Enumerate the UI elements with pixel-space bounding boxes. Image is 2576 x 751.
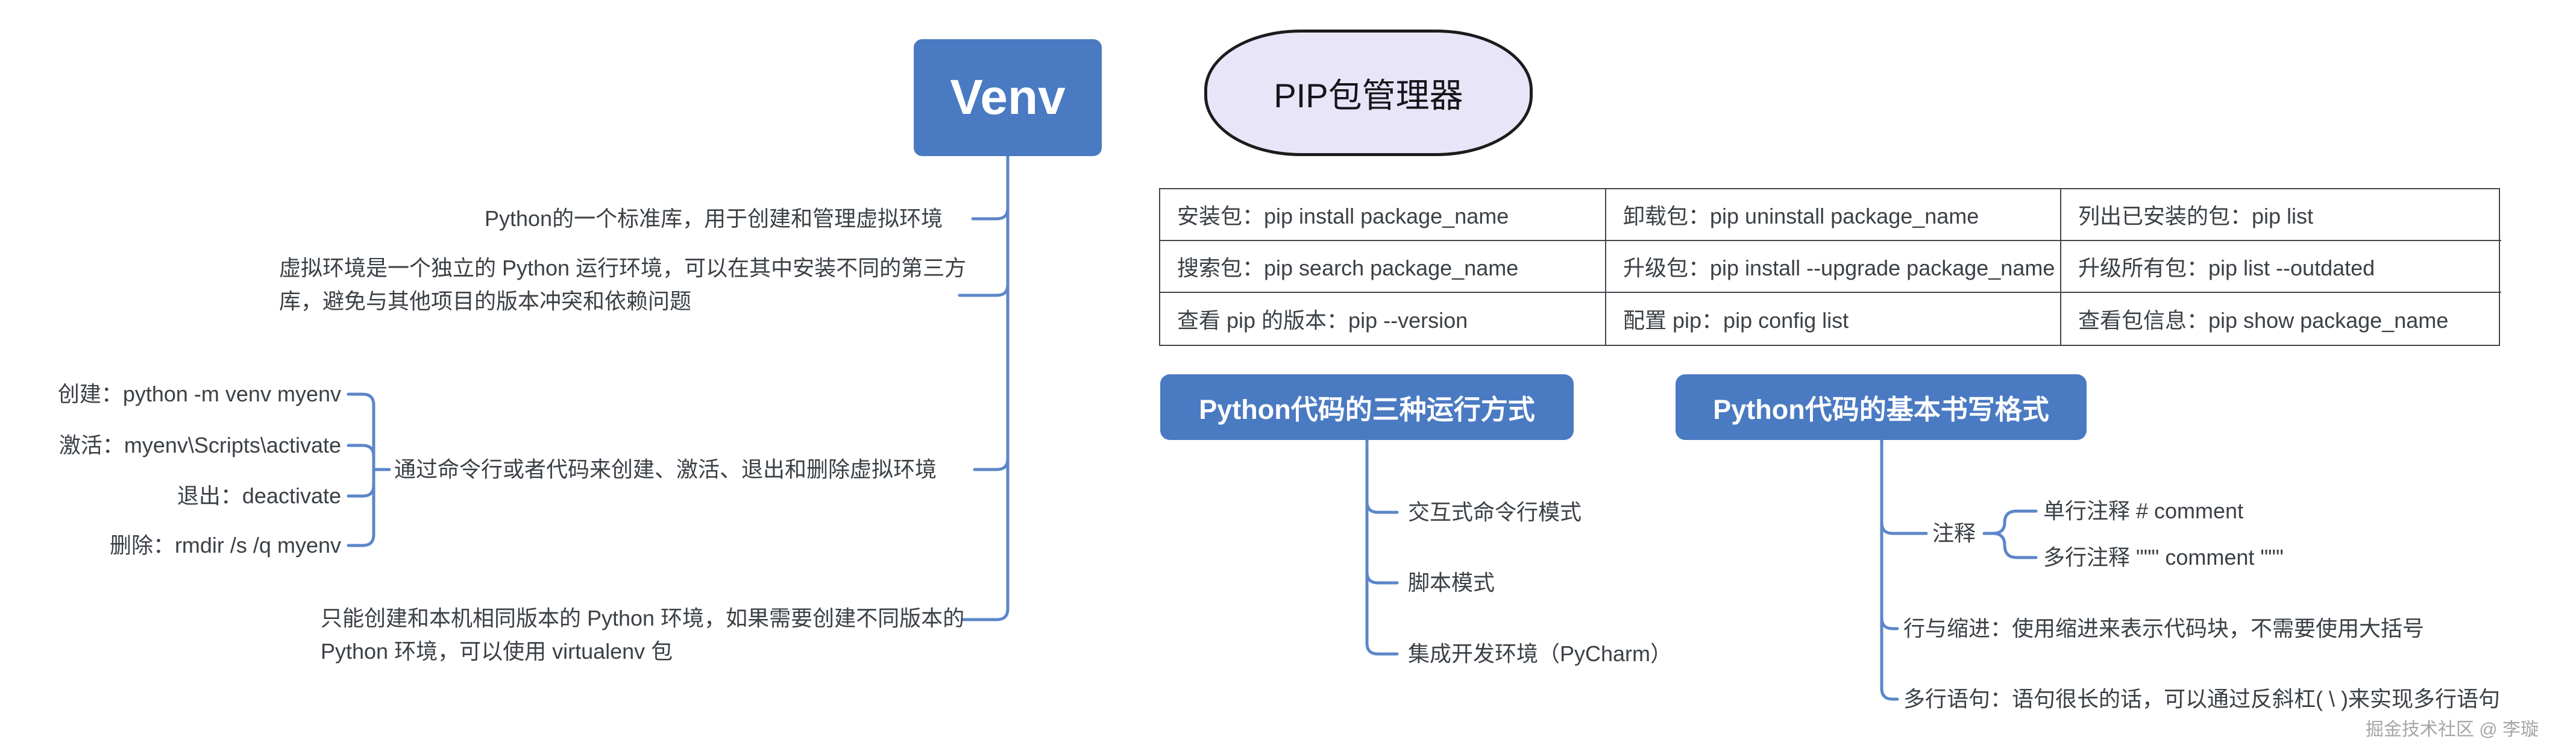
table-cell: 安装包：pip install package_name — [1160, 189, 1606, 241]
venv-branch1-line — [971, 206, 1010, 221]
venv-command-delete: 删除：rmdir /s /q myenv — [109, 533, 341, 558]
comment-upper-fork-line — [1982, 509, 2038, 535]
format-indent-branch-line — [1880, 616, 1899, 630]
table-cell: 查看 pip 的版本：pip --version — [1160, 293, 1606, 345]
runmodes-branch1-line — [1365, 500, 1399, 514]
runmodes-trunk-line — [1365, 438, 1399, 656]
venv-root-node: Venv — [914, 39, 1102, 156]
venv-branch-definition: 虚拟环境是一个独立的 Python 运行环境，可以在其中安装不同的第三方库，避免… — [279, 256, 967, 313]
format-trunk-line — [1880, 438, 1899, 701]
venv-root-label: Venv — [950, 70, 1066, 125]
table-cell: 配置 pip：pip config list — [1606, 293, 2061, 345]
venv-branch-manage: 通过命令行或者代码来创建、激活、退出和删除虚拟环境 — [394, 457, 937, 482]
table-cell: 搜索包：pip search package_name — [1160, 241, 1606, 293]
venv-command-activate: 激活：myenv\Scripts\activate — [58, 433, 341, 457]
venv-branch-standard-lib: Python的一个标准库，用于创建和管理虚拟环境 — [485, 206, 943, 231]
commands-bracket-hook3 — [347, 483, 375, 498]
format-comment-multiline: 多行注释 """ comment """ — [2043, 545, 2284, 570]
comment-lower-fork-line — [1982, 532, 2038, 559]
commands-bracket-hook2 — [347, 444, 375, 458]
table-cell: 查看包信息：pip show package_name — [2078, 308, 2449, 333]
venv-command-deactivate: 退出：deactivate — [177, 483, 341, 508]
runmodes-title-label: Python代码的三种运行方式 — [1199, 394, 1535, 425]
watermark-text: 掘金技术社区 @ 李璇 — [2365, 720, 2539, 740]
format-indent-node: 行与缩进：使用缩进来表示代码块，不需要使用大括号 — [1903, 616, 2425, 641]
format-title-node: Python代码的基本书写格式 — [1676, 374, 2087, 440]
venv-trunk-line — [961, 154, 1010, 621]
format-title-label: Python代码的基本书写格式 — [1713, 394, 2049, 425]
table-cell: 列出已安装的包：pip list — [2061, 189, 2501, 241]
format-multiline-node: 多行语句：语句很长的话，可以通过反斜杠( \ )来实现多行语句 — [1903, 687, 2500, 711]
venv-branch-limitation: 只能创建和本机相同版本的 Python 环境，如果需要创建不同版本的 Pytho… — [321, 606, 965, 664]
commands-bracket-line — [347, 392, 375, 547]
runmodes-branch2-line — [1365, 570, 1399, 585]
format-comment-singleline: 单行注释 # comment — [2043, 498, 2244, 523]
pip-root-node: PIP包管理器 — [1204, 30, 1533, 156]
pip-command-table: 安装包：pip install package_name 卸载包：pip uni… — [1159, 188, 2501, 346]
venv-branch3-line — [973, 457, 1010, 471]
runmode-ide: 集成开发环境（PyCharm） — [1408, 641, 1673, 666]
pip-root-label: PIP包管理器 — [1274, 76, 1463, 115]
table-cell: 升级包：pip install --upgrade package_name — [1606, 241, 2061, 293]
format-comment-node: 注释 — [1932, 521, 1976, 545]
runmode-interactive: 交互式命令行模式 — [1408, 500, 1582, 524]
runmode-script: 脚本模式 — [1408, 570, 1495, 595]
table-cell: 升级所有包：pip list --outdated — [2061, 241, 2501, 293]
venv-command-create: 创建：python -m venv myenv — [57, 382, 341, 406]
format-comment-branch-line — [1880, 521, 1928, 535]
runmodes-title-node: Python代码的三种运行方式 — [1160, 374, 1574, 440]
table-cell: 卸载包：pip uninstall package_name — [1606, 189, 2061, 241]
